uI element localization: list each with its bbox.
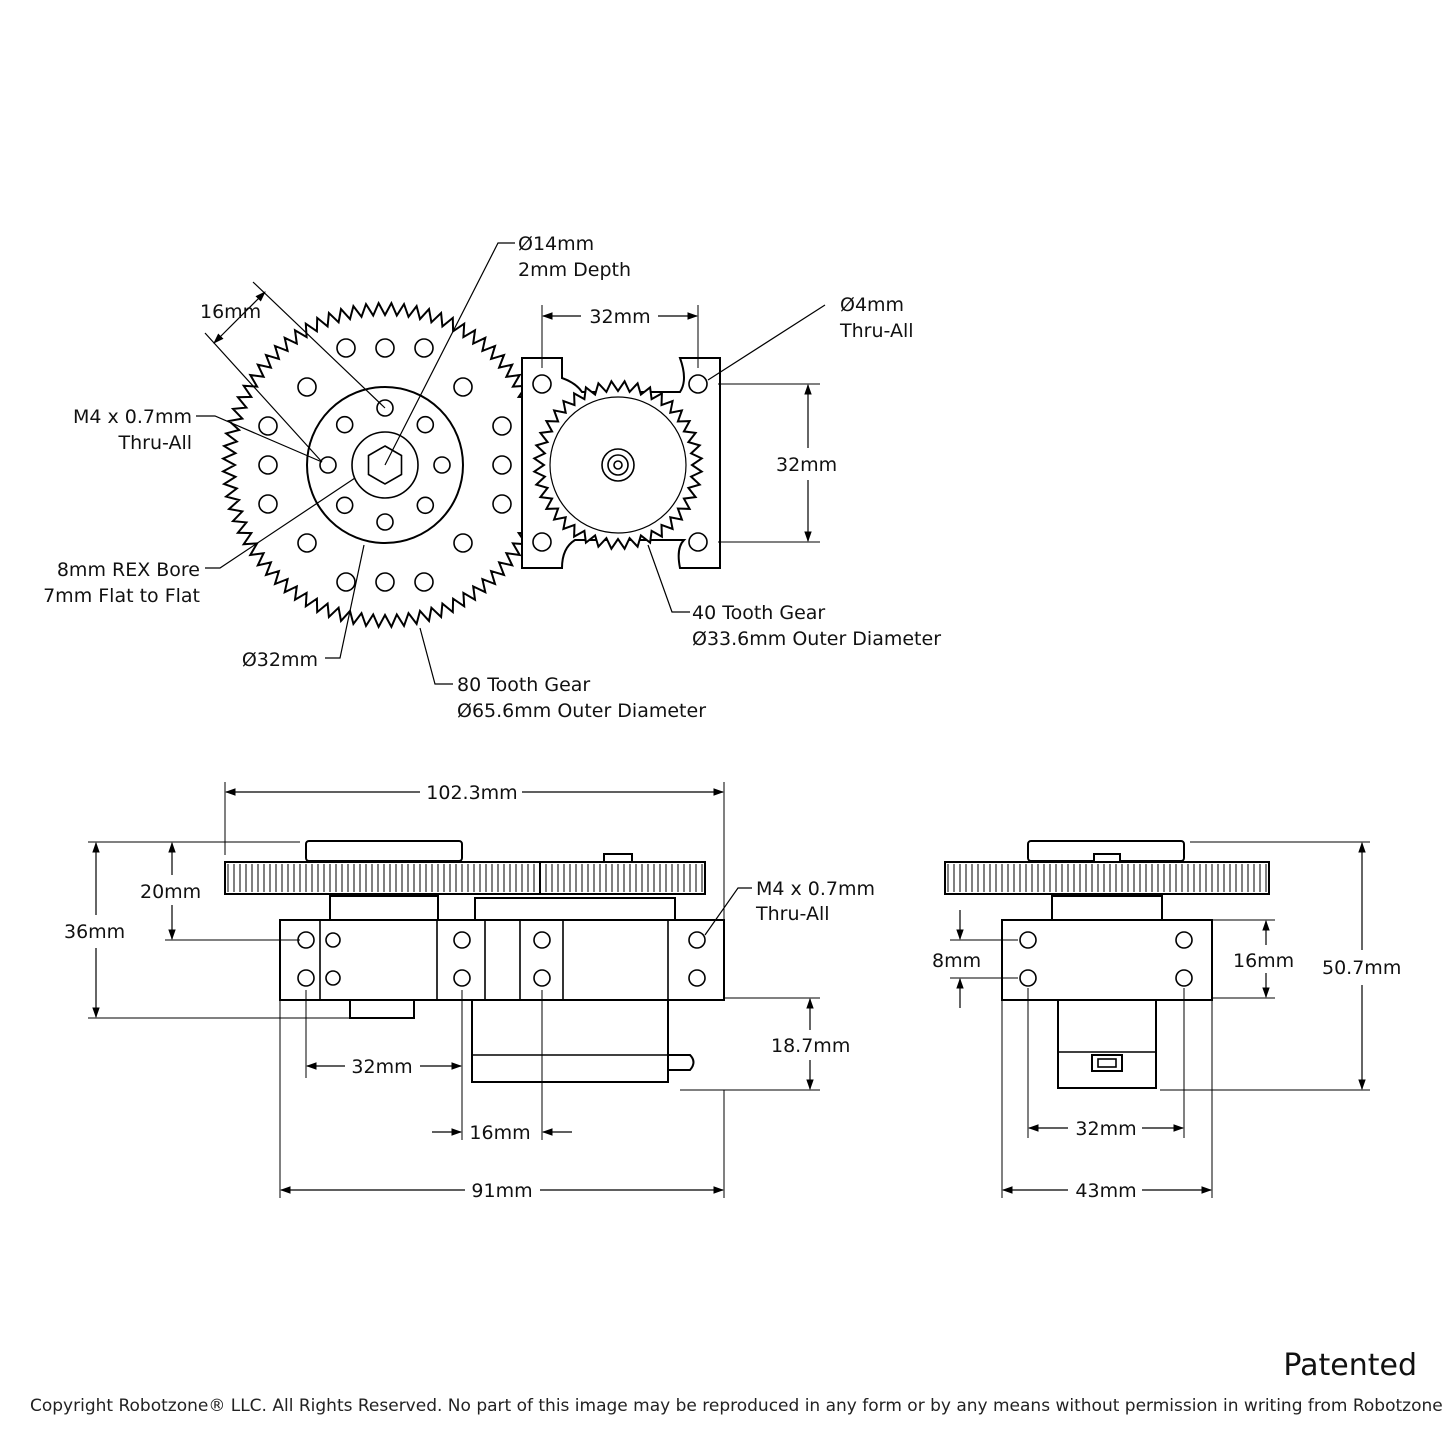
end-view: 8mm 16mm 50.7mm 32mm 43mm bbox=[932, 840, 1401, 1202]
gear-lightening-hole bbox=[258, 416, 278, 436]
hub-pattern-label: 16mm bbox=[200, 301, 261, 323]
gear-lightening-hole bbox=[258, 455, 278, 475]
plate-hole-dia-label: Ø4mm bbox=[840, 294, 904, 316]
patented-label: Patented bbox=[1283, 1348, 1417, 1383]
plate-length-label: 91mm bbox=[471, 1180, 532, 1202]
gear-lightening-hole bbox=[297, 533, 317, 553]
small-gear-od-label: Ø33.6mm Outer Diameter bbox=[692, 628, 941, 650]
hub-dia-label: Ø32mm bbox=[242, 649, 318, 671]
gear-80-holes bbox=[258, 338, 512, 592]
hub-holes bbox=[319, 399, 451, 531]
gear-lightening-hole bbox=[492, 455, 512, 475]
gear-lightening-hole bbox=[492, 416, 512, 436]
side-plate bbox=[279, 919, 725, 1001]
hub-tapped-hole bbox=[376, 513, 394, 531]
end-hole-spacing-h-label: 32mm bbox=[1075, 1118, 1136, 1140]
hub-tapped-hole bbox=[335, 415, 354, 434]
servo-spline-inner bbox=[607, 454, 629, 476]
gear-side-teeth bbox=[227, 864, 703, 892]
side-plate-holes bbox=[297, 931, 706, 987]
end-plate-width-label: 43mm bbox=[1075, 1180, 1136, 1202]
side-tap-label: M4 x 0.7mm bbox=[756, 878, 875, 900]
gear-80-side bbox=[224, 861, 546, 895]
servo-spline bbox=[601, 448, 635, 482]
end-gear bbox=[944, 861, 1270, 895]
end-gear-teeth bbox=[947, 864, 1267, 892]
hub-body bbox=[329, 895, 439, 921]
big-gear-od-label: Ø65.6mm Outer Diameter bbox=[457, 700, 706, 722]
gear-lightening-hole bbox=[492, 494, 512, 514]
hole-offset-label: 16mm bbox=[469, 1122, 530, 1144]
end-servo-body bbox=[1057, 999, 1157, 1089]
gear-height-label: 20mm bbox=[140, 881, 201, 903]
plate-hole-br bbox=[688, 532, 708, 552]
plate-hole-tr bbox=[688, 374, 708, 394]
plate-hole-bl bbox=[532, 532, 552, 552]
end-hole-gap-label: 8mm bbox=[932, 950, 981, 972]
servo-top bbox=[474, 897, 676, 921]
gear-40-inner bbox=[549, 396, 687, 534]
gear-lightening-hole bbox=[297, 377, 317, 397]
side-tap-depth-label: Thru-All bbox=[755, 903, 830, 925]
end-plate bbox=[1001, 919, 1213, 1001]
gear-lightening-hole bbox=[453, 533, 473, 553]
hub-tap-label: M4 x 0.7mm bbox=[73, 406, 192, 428]
overall-length-label: 102.3mm bbox=[426, 782, 517, 804]
hub-tapped-hole bbox=[376, 399, 394, 417]
hub-tapped-hole bbox=[416, 415, 435, 434]
servo-body bbox=[471, 999, 669, 1083]
gear-lightening-hole bbox=[336, 572, 356, 592]
servo-depth-label: 18.7mm bbox=[771, 1035, 850, 1057]
rex-bore-label: 8mm REX Bore bbox=[57, 559, 200, 581]
plate-hole-tl bbox=[532, 374, 552, 394]
gear-40-tooth bbox=[532, 379, 704, 551]
hub-tapped-hole bbox=[416, 496, 435, 515]
hub-tapped-hole bbox=[335, 496, 354, 515]
gear-lightening-hole bbox=[336, 338, 356, 358]
plate-spacing-h-label: 32mm bbox=[589, 306, 650, 328]
big-gear-name-label: 80 Tooth Gear bbox=[457, 674, 590, 696]
hub-bore-dia-label: Ø14mm bbox=[518, 233, 594, 255]
gear-lightening-hole bbox=[414, 572, 434, 592]
hub-bore bbox=[351, 431, 419, 499]
hole-spacing-label: 32mm bbox=[351, 1056, 412, 1078]
gear-lightening-hole bbox=[258, 494, 278, 514]
small-gear-name-label: 40 Tooth Gear bbox=[692, 602, 825, 624]
gear-lightening-hole bbox=[375, 572, 395, 592]
top-view: Ø14mm 2mm Depth 16mm M4 x 0.7mm Thru-All… bbox=[43, 233, 941, 722]
hub-tap-depth-label: Thru-All bbox=[118, 432, 193, 454]
gear-lightening-hole bbox=[453, 377, 473, 397]
hub-tapped-hole bbox=[433, 456, 451, 474]
side-view: 102.3mm 20mm 36mm M4 x 0.7mm Thru-All 18… bbox=[64, 782, 875, 1202]
end-hub-body bbox=[1051, 895, 1163, 921]
end-hole-spacing-v-label: 16mm bbox=[1233, 950, 1294, 972]
gear-40-side bbox=[539, 861, 706, 895]
rex-flat-label: 7mm Flat to Flat bbox=[43, 585, 200, 607]
copyright-notice: Copyright Robotzone® LLC. All Rights Res… bbox=[30, 1396, 1445, 1416]
end-overall-height-label: 50.7mm bbox=[1322, 957, 1401, 979]
hub-cap bbox=[305, 840, 463, 862]
hub-tapped-hole bbox=[319, 456, 337, 474]
gear-lightening-hole bbox=[375, 338, 395, 358]
rex-bore-hex bbox=[367, 445, 403, 485]
total-height-label: 36mm bbox=[64, 921, 125, 943]
end-plate-holes bbox=[1019, 931, 1193, 987]
hub-bore-depth-label: 2mm Depth bbox=[518, 259, 631, 281]
hub-bottom bbox=[349, 999, 415, 1019]
gear-lightening-hole bbox=[414, 338, 434, 358]
servo-screw bbox=[613, 460, 623, 470]
plate-hole-depth-label: Thru-All bbox=[839, 320, 914, 342]
plate-spacing-v-label: 32mm bbox=[776, 454, 837, 476]
